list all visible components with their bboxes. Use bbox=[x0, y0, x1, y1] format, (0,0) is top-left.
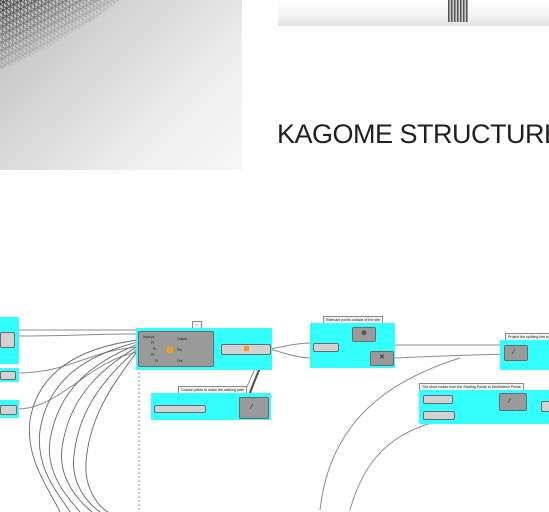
project-component[interactable]: ⁄ bbox=[504, 345, 528, 361]
group-projection: ⁄ bbox=[500, 340, 549, 370]
group-analysis: Input pt Pt Pt Pt Pt Output Pts Out bbox=[136, 328, 272, 370]
dispatch-component[interactable]: ✕ bbox=[370, 351, 394, 366]
kagome-render-image bbox=[0, 0, 242, 170]
slider-component[interactable] bbox=[0, 371, 16, 380]
shortest-walk-component[interactable]: ⁄ bbox=[499, 393, 527, 411]
page-title: KAGOME STRUCTURE bbox=[277, 119, 549, 149]
analysis-component[interactable]: Input pt Pt Pt Pt Pt Output Pts Out bbox=[138, 331, 214, 367]
group-outside-points: ⊕ ✕ bbox=[310, 323, 395, 368]
tower-render-image bbox=[278, 0, 549, 26]
function-icon: ⊕ bbox=[361, 330, 367, 337]
crossref-icon: ✕ bbox=[379, 354, 385, 361]
warning-icon bbox=[167, 347, 173, 353]
panel-component[interactable] bbox=[0, 332, 15, 348]
tower-base-graphic bbox=[448, 0, 468, 22]
input-label-2: Pt bbox=[151, 341, 155, 345]
output-label-2: Pts bbox=[177, 348, 182, 352]
divide-curve-component[interactable]: ⁄ bbox=[239, 397, 269, 419]
route-icon: ⁄ bbox=[509, 398, 511, 405]
divide-icon: ⁄ bbox=[251, 404, 253, 411]
number-slider[interactable] bbox=[154, 405, 206, 413]
list-item-component[interactable] bbox=[221, 344, 271, 355]
input-label-1: Input pt bbox=[143, 335, 155, 339]
kagome-lattice-graphic bbox=[0, 0, 120, 70]
output-label-3: Out bbox=[177, 359, 183, 363]
input-label-4: Pt bbox=[151, 353, 155, 357]
warning-icon bbox=[244, 346, 249, 351]
group-coarse-points: ⁄ bbox=[151, 393, 271, 420]
boolean-panel[interactable] bbox=[313, 343, 339, 352]
group-short-routes: ⁄ bbox=[419, 390, 549, 424]
output-label-1: Output bbox=[177, 337, 188, 341]
group-left-top bbox=[0, 317, 19, 364]
group-left-bottom bbox=[0, 400, 19, 418]
project-icon: ⁄ bbox=[513, 349, 515, 356]
point-component[interactable] bbox=[0, 405, 17, 415]
cull-component[interactable]: ⊕ bbox=[352, 327, 376, 342]
destination-points-param[interactable] bbox=[423, 411, 455, 420]
input-label-3: Pt bbox=[153, 347, 157, 351]
group-left-mid bbox=[0, 368, 19, 382]
input-label-5: Pt bbox=[155, 359, 159, 363]
starting-points-param[interactable] bbox=[423, 395, 453, 404]
output-param[interactable] bbox=[541, 401, 549, 412]
